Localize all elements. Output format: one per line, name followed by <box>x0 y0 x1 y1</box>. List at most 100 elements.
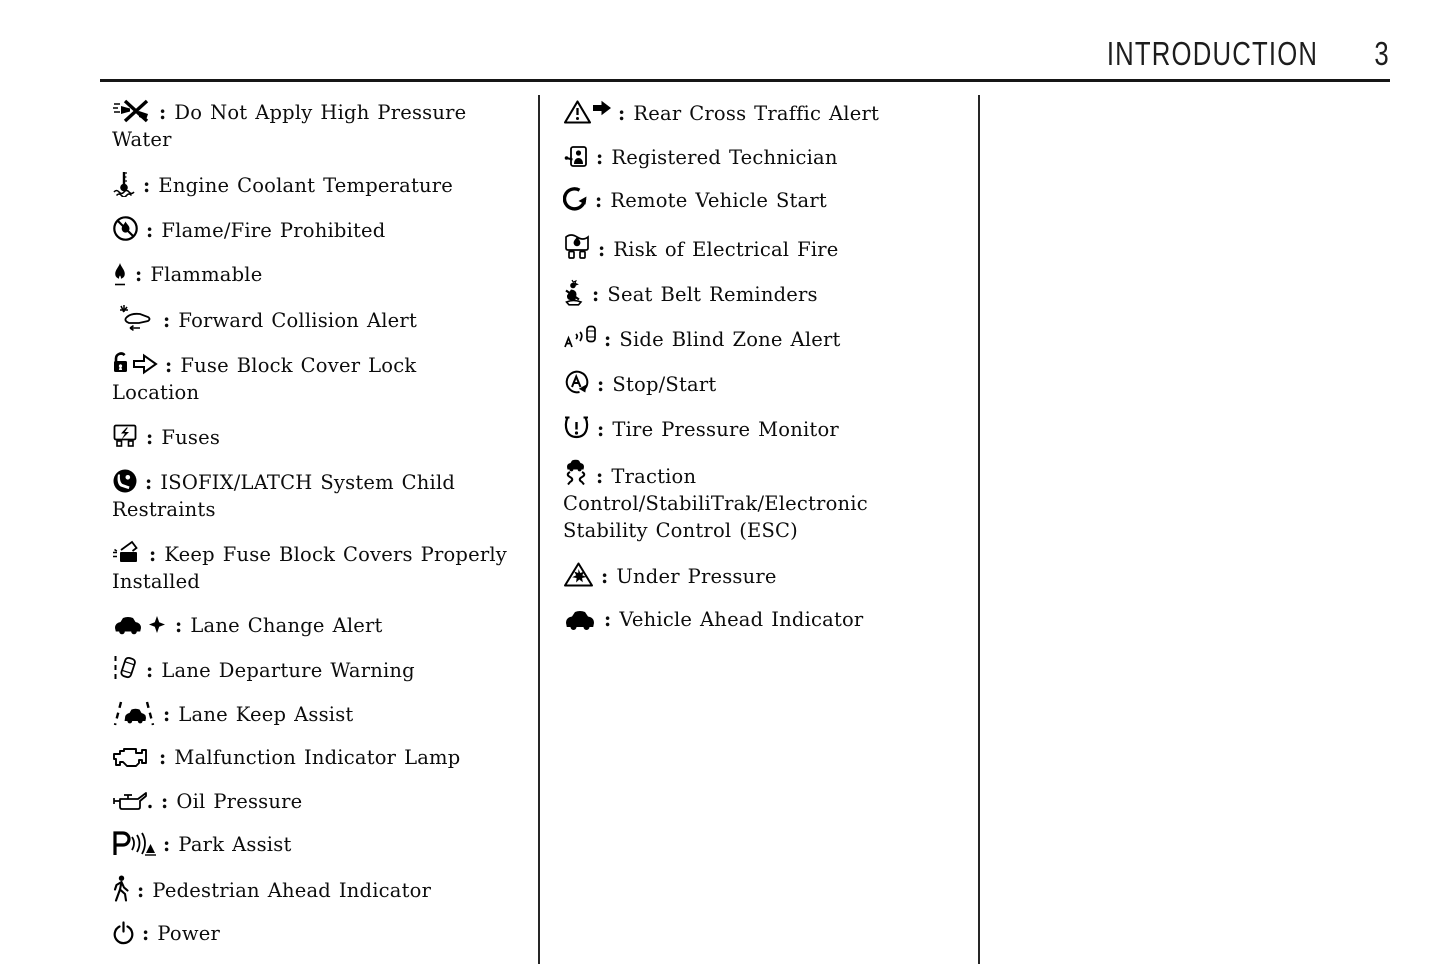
symbol-label: Registered Technician <box>611 145 838 169</box>
symbol-label: Do Not Apply High Pressure Water <box>112 101 467 151</box>
header-rule <box>100 79 1390 82</box>
symbol-definition-row: :Forward Collision Alert <box>112 304 510 334</box>
symbol-label: Side Blind Zone Alert <box>619 327 841 351</box>
lane-change-alert-icon <box>112 612 168 639</box>
symbol-definition-row: : Vehicle Ahead Indicator <box>563 606 943 633</box>
symbol-definition-row: : Oil Pressure <box>112 788 510 815</box>
fuses-icon <box>112 422 139 451</box>
symbol-definition-row: : Engine Coolant Temperature <box>112 170 510 199</box>
symbol-definition-row: : Under Pressure <box>563 561 943 590</box>
symbol-label: Risk of Electrical Fire <box>613 237 839 261</box>
vehicle-ahead-indicator-icon <box>563 606 597 633</box>
symbol-definition-row: : Registered Technician <box>563 144 943 171</box>
symbol-label: Park Assist <box>178 833 292 856</box>
symbol-label: Seat Belt Reminders <box>607 283 818 306</box>
symbol-definition-row: : Park Assist <box>112 831 510 858</box>
keep-fuse-block-covers-icon <box>112 539 142 568</box>
symbol-columns: :Do Not Apply High Pressure Water:Engine… <box>100 95 1390 964</box>
symbol-label: Lane Change Alert <box>190 613 383 637</box>
colon-separator: : <box>601 564 609 588</box>
symbol-definition-row: : Power <box>112 920 510 947</box>
symbol-list-column-2: : Rear Cross Traffic Alert: Registered Tec… <box>540 95 980 964</box>
symbol-definition-row: :Fuse Block Cover Lock Location <box>112 351 510 406</box>
symbol-definition-row: :ISOFIX/LATCH System Child Restraints <box>112 468 510 523</box>
colon-separator: : <box>596 465 604 488</box>
symbol-definition-row: :Pedestrian Ahead Indicator <box>112 875 510 904</box>
colon-separator: : <box>137 878 145 902</box>
symbol-definition-row: :Traction Control/StabiliTrak/Electronic… <box>563 459 943 544</box>
colon-separator: : <box>592 283 600 306</box>
symbol-definition-row: :Flammable <box>112 261 510 288</box>
rear-cross-traffic-alert-icon <box>563 98 611 127</box>
colon-separator: : <box>596 145 604 169</box>
symbol-definition-row: :Flame/Fire Prohibited <box>112 215 510 244</box>
registered-technician-icon <box>563 144 589 171</box>
empty-column <box>980 95 1390 964</box>
colon-separator: : <box>163 833 171 856</box>
symbol-label: Traction Control/StabiliTrak/Electronic … <box>563 465 868 542</box>
symbol-definition-row: : Seat Belt Reminders <box>563 279 943 308</box>
park-assist-icon <box>112 831 156 858</box>
symbol-label: Power <box>157 922 221 945</box>
power-icon <box>112 920 135 947</box>
colon-separator: : <box>145 470 153 494</box>
forward-collision-alert-icon <box>112 304 156 334</box>
symbol-label: Under Pressure <box>616 564 777 588</box>
stop-start-icon <box>563 369 590 398</box>
colon-separator: : <box>618 102 626 125</box>
seat-belt-reminders-icon <box>563 279 585 308</box>
symbol-definition-row: :Stop/Start <box>563 369 943 398</box>
symbol-definition-row: :Lane Change Alert <box>112 612 510 639</box>
symbol-definition-row: : Remote Vehicle Start <box>562 187 943 214</box>
colon-separator: : <box>604 608 612 631</box>
colon-separator: : <box>604 327 612 351</box>
colon-separator: : <box>598 237 606 261</box>
symbol-label: Remote Vehicle Start <box>610 189 827 212</box>
colon-separator: : <box>161 789 169 813</box>
colon-separator: : <box>146 426 154 449</box>
symbol-label: Rear Cross Traffic Alert <box>633 102 880 125</box>
colon-separator: : <box>163 702 171 726</box>
risk-of-electrical-fire-icon <box>563 231 591 263</box>
flame-fire-prohibited-icon <box>112 215 139 244</box>
symbol-label: Fuse Block Cover Lock Location <box>112 353 417 404</box>
traction-control-icon <box>563 459 589 490</box>
page-header: INTRODUCTION 3 <box>100 0 1390 79</box>
page-title: INTRODUCTION <box>1106 35 1319 72</box>
lane-keep-assist-icon <box>112 701 156 728</box>
engine-coolant-temperature-icon <box>112 170 136 199</box>
symbol-definition-row: :Lane Departure Warning <box>112 655 510 684</box>
symbol-definition-row: : Fuses <box>112 422 510 451</box>
high-pressure-water-icon <box>112 98 152 126</box>
isofix-latch-icon <box>112 468 138 496</box>
symbol-label: Fuses <box>161 426 221 449</box>
colon-separator: : <box>163 309 171 332</box>
symbol-label: Lane Keep Assist <box>178 702 354 726</box>
symbol-definition-row: : Rear Cross Traffic Alert <box>563 98 943 127</box>
colon-separator: : <box>149 543 157 566</box>
tire-pressure-monitor-icon <box>563 415 590 443</box>
colon-separator: : <box>146 659 154 682</box>
symbol-label: Tire Pressure Monitor <box>612 417 839 441</box>
symbol-label: Keep Fuse Block Covers Properly Installe… <box>112 543 508 593</box>
oil-pressure-icon <box>112 788 154 815</box>
colon-separator: : <box>165 353 173 377</box>
symbol-label: Vehicle Ahead Indicator <box>619 608 864 631</box>
colon-separator: : <box>595 189 603 212</box>
symbol-label: Stop/Start <box>612 373 717 396</box>
symbol-label: Oil Pressure <box>176 789 303 813</box>
colon-separator: : <box>597 417 605 441</box>
fuse-block-cover-lock-icon <box>112 351 158 379</box>
colon-separator: : <box>142 922 150 945</box>
symbol-definition-row: :Keep Fuse Block Covers Properly Install… <box>112 539 510 595</box>
symbol-definition-row: :Malfunction Indicator Lamp <box>112 744 510 771</box>
symbol-definition-row: : Risk of Electrical Fire <box>563 231 943 263</box>
colon-separator: : <box>143 173 151 197</box>
pedestrian-ahead-icon <box>112 875 130 904</box>
symbol-list-column-1: :Do Not Apply High Pressure Water:Engine… <box>100 95 540 964</box>
side-blind-zone-alert-icon <box>563 325 597 353</box>
symbol-label: Engine Coolant Temperature <box>158 173 454 197</box>
symbol-definition-row: : Lane Keep Assist <box>112 701 510 728</box>
symbol-definition-row: :Do Not Apply High Pressure Water <box>112 98 510 153</box>
